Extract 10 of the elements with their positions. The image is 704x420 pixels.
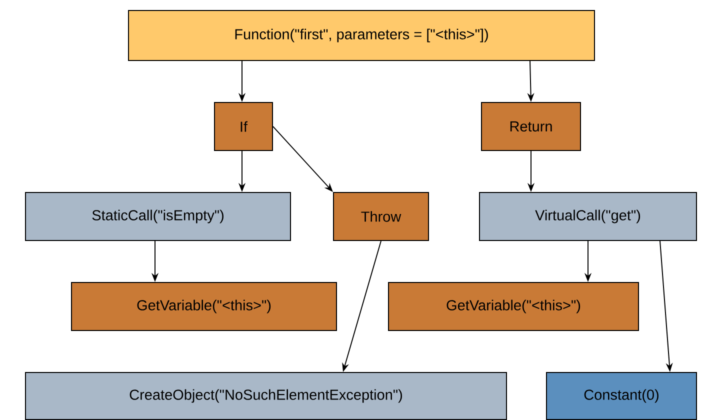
statement-box: GetVariable("<this>") — [388, 282, 639, 331]
constant-box: Constant(0) — [546, 372, 697, 420]
function-box: Function("first", parameters = ["<this>"]) — [128, 10, 595, 61]
expression-box: StaticCall("isEmpty") — [25, 192, 291, 241]
statement-box: Return — [481, 102, 581, 151]
statement-box: GetVariable("<this>") — [71, 282, 337, 331]
statement-box: If — [214, 102, 273, 151]
expression-box: VirtualCall("get") — [479, 192, 697, 241]
statement-box: Throw — [333, 192, 429, 241]
expression-box: CreateObject("NoSuchElementException") — [25, 372, 507, 420]
